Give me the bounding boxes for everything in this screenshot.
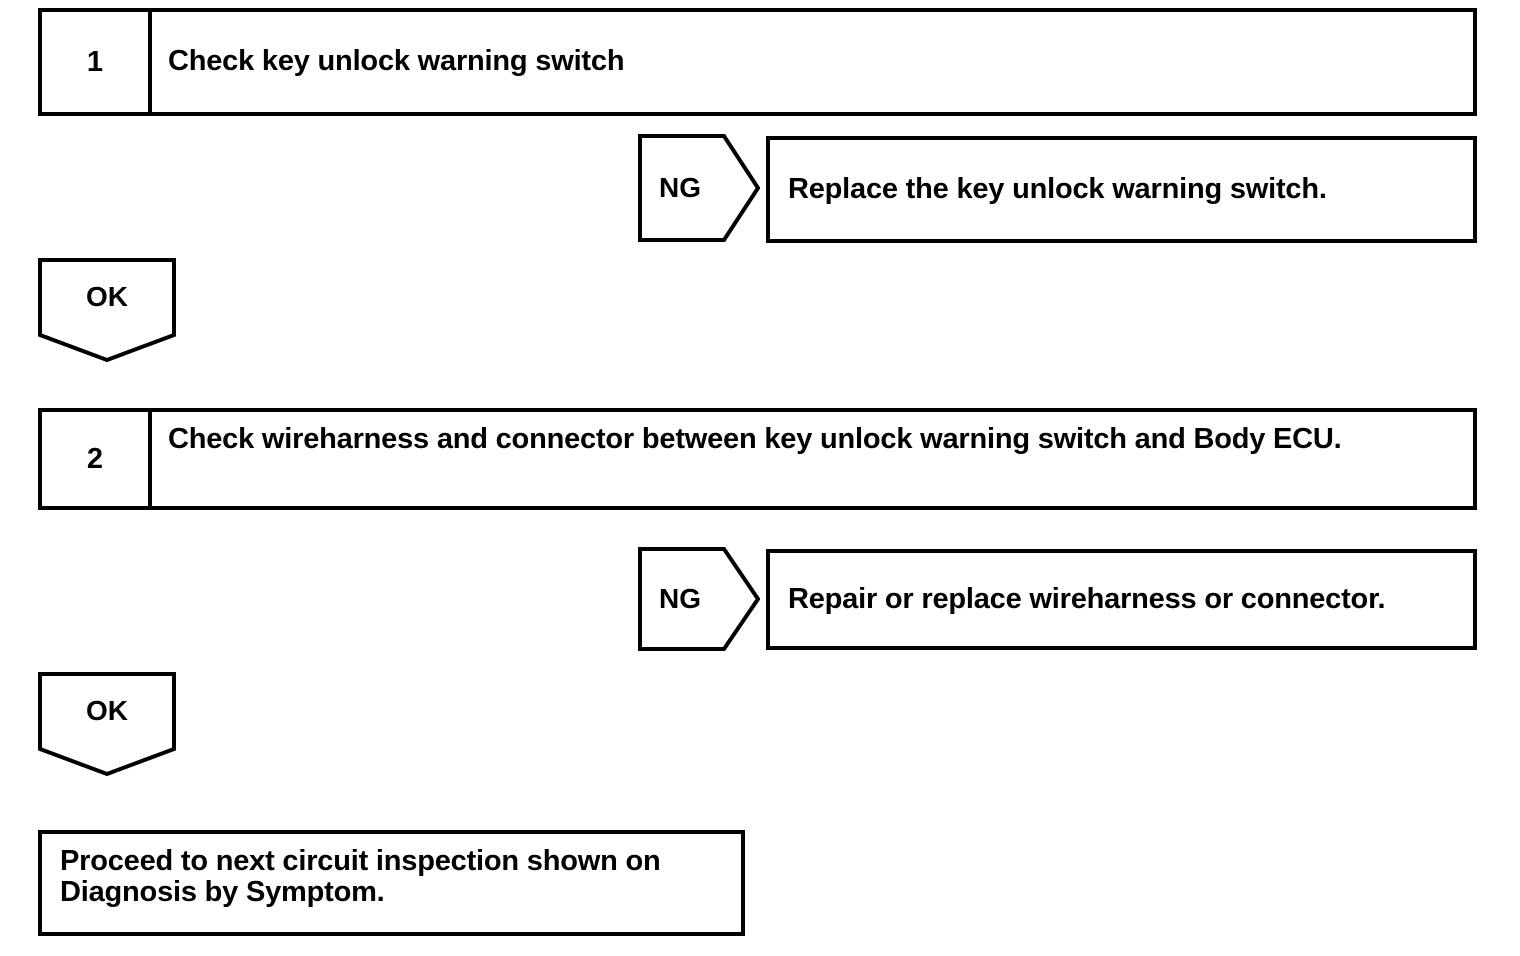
- ok-arrow-1-label: OK: [86, 280, 128, 312]
- step-2-box: 2 Check wireharness and connector betwee…: [38, 408, 1477, 510]
- ok-arrow-2: OK: [38, 672, 176, 776]
- ng-arrow-2: NG: [638, 547, 760, 651]
- step-1-text: Check key unlock warning switch: [168, 45, 625, 78]
- ng-arrow-2-label: NG: [659, 583, 701, 614]
- ng-arrow-1-label: NG: [659, 172, 701, 203]
- ng-result-2-box: Repair or replace wireharness or connect…: [766, 549, 1477, 650]
- step-2-number: 2: [42, 412, 152, 506]
- ng-result-1-box: Replace the key unlock warning switch.: [766, 136, 1477, 243]
- ng-arrow-1: NG: [638, 134, 760, 242]
- step-2-text: Check wireharness and connector between …: [168, 423, 1342, 455]
- ok-arrow-1: OK: [38, 258, 176, 362]
- final-action-box: Proceed to next circuit inspection shown…: [38, 830, 745, 936]
- step-1-number: 1: [42, 12, 152, 112]
- ok-arrow-2-label: OK: [86, 694, 128, 726]
- step-1-box: 1 Check key unlock warning switch: [38, 8, 1477, 116]
